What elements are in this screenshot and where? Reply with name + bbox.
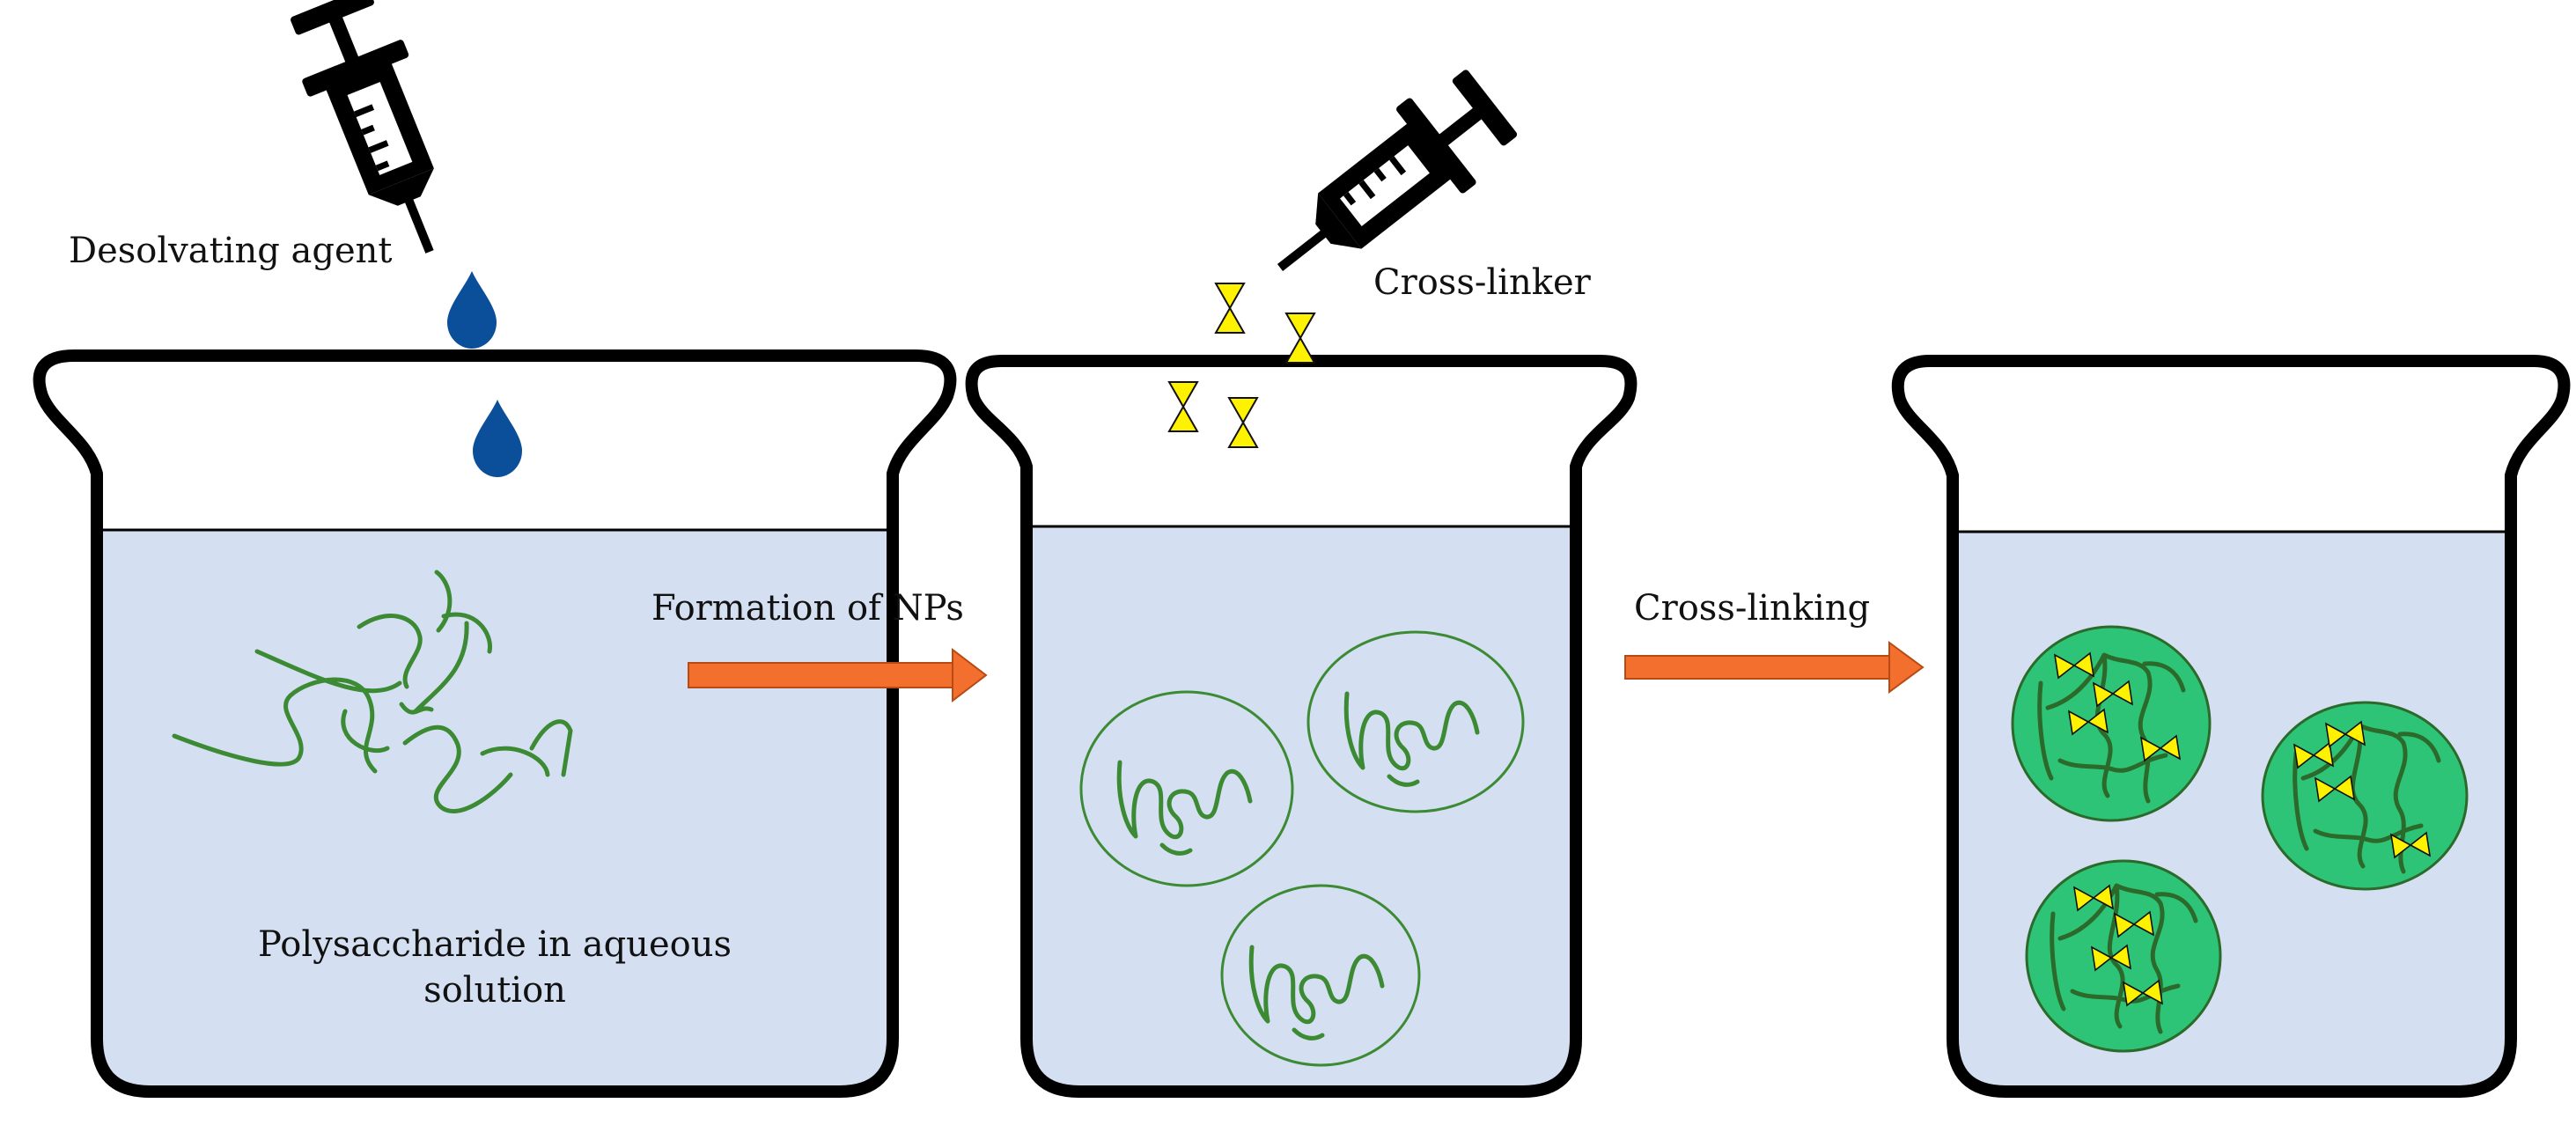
nanoparticle <box>1306 630 1525 813</box>
polymer-chains <box>172 570 573 813</box>
formation-of-nps-label: Formation of NPs <box>651 588 964 629</box>
desolvating-agent-label: Desolvating agent <box>69 231 393 271</box>
beaker-3 <box>1891 355 2571 1098</box>
polymer-chain <box>413 621 469 714</box>
cross-linker-label: Cross-linker <box>1373 262 1592 303</box>
polysaccharide-label-line1: Polysaccharide in aqueous <box>258 924 732 965</box>
crosslinked-nanoparticle <box>2011 625 2212 822</box>
nanoparticle <box>1220 884 1421 1067</box>
cross-linking-label: Cross-linking <box>1634 588 1870 629</box>
beaker-3-outline <box>1891 355 2571 1098</box>
beaker-2-solution <box>1027 526 1576 1092</box>
hourglass-crosslinker-icon <box>1215 283 1245 334</box>
polysaccharide-label-line2: solution <box>423 970 566 1011</box>
beaker-2 <box>965 355 1638 1098</box>
crosslinked-nanoparticle <box>2025 859 2222 1053</box>
beaker-2-outline <box>965 355 1638 1098</box>
hourglass-crosslinker-icon <box>1168 381 1198 432</box>
crosslinked-nanoparticle <box>2261 701 2469 891</box>
water-drop-icon <box>473 400 522 477</box>
hourglass-crosslinker-icon <box>1285 313 1315 364</box>
water-drop-icon <box>447 271 497 349</box>
beaker-1-outline <box>33 349 957 1098</box>
nanoparticle <box>1079 690 1294 887</box>
arrow-formation <box>688 647 988 703</box>
hourglass-crosslinker-icon <box>1228 397 1258 448</box>
arrow-cross-linking <box>1624 641 1925 694</box>
